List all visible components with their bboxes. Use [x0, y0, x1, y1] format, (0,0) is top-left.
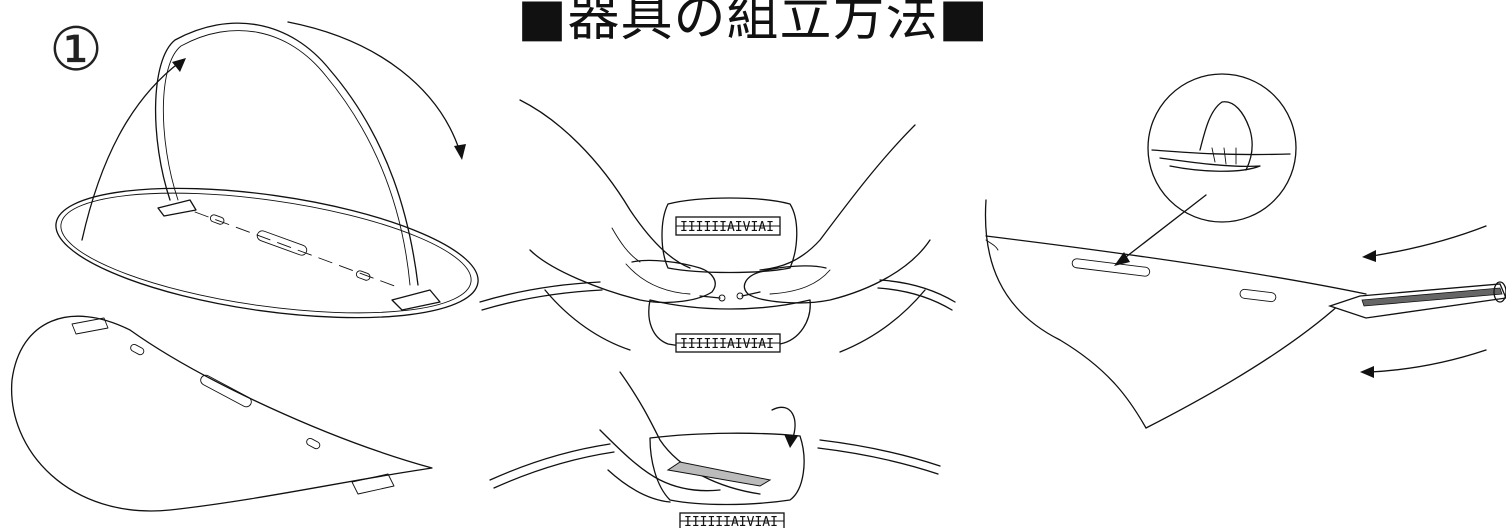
- label-tag-middle-text: IIIIIIAIVIAI: [680, 337, 774, 352]
- label-tag-bottom: IIIIIIAIVIAI: [679, 512, 785, 528]
- panel-1-frame-with-arch: [55, 21, 479, 319]
- step-number: ①: [49, 15, 103, 85]
- panel-1-flat-sheet: [11, 315, 433, 512]
- label-tag-top: IIIIIIAIVIAI: [675, 216, 781, 236]
- panel-2-folding-fabric: [489, 371, 941, 506]
- label-tag-middle: IIIIIIAIVIAI: [675, 333, 781, 353]
- panel-3-inserting-rod: [984, 73, 1506, 429]
- label-tag-top-text: IIIIIIAIVIAI: [680, 220, 774, 235]
- page-title: ■器具の組立方法■: [517, 0, 989, 48]
- panel-2-hands-joining-wire: [479, 99, 956, 353]
